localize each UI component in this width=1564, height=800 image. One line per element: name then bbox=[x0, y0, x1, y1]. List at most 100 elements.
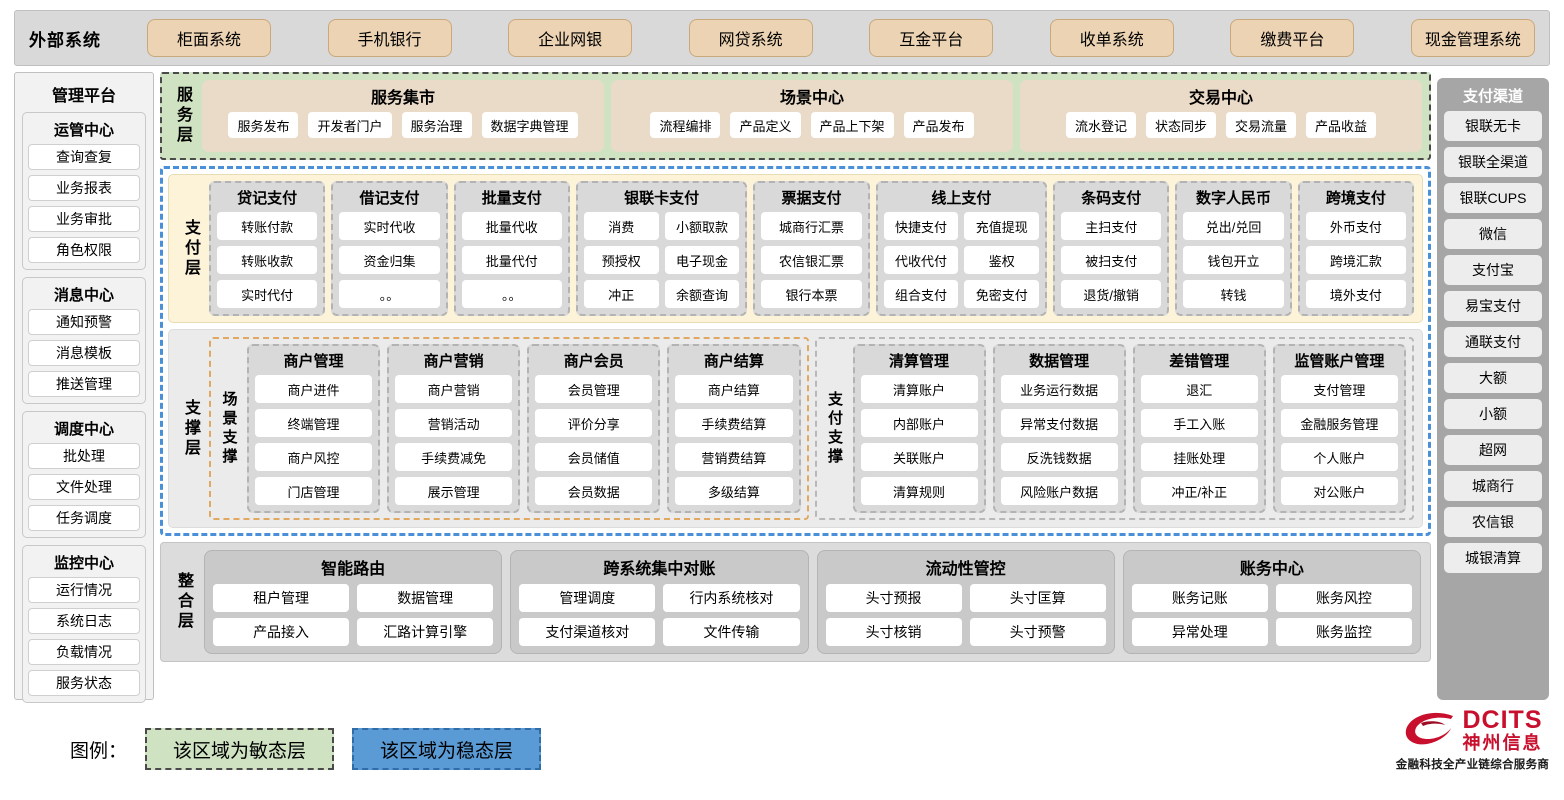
payment-item[interactable]: 。。 bbox=[339, 280, 440, 308]
support-item[interactable]: 风险账户数据 bbox=[1000, 477, 1118, 505]
payment-item[interactable]: 鉴权 bbox=[964, 246, 1040, 274]
payment-item[interactable]: 代收代付 bbox=[883, 246, 959, 274]
payment-item[interactable]: 电子现金 bbox=[664, 246, 740, 274]
payment-item[interactable]: 跨境汇款 bbox=[1305, 246, 1406, 274]
management-item[interactable]: 批处理 bbox=[28, 443, 140, 469]
support-item[interactable]: 清算账户 bbox=[860, 375, 978, 403]
payment-item[interactable]: 资金归集 bbox=[339, 246, 440, 274]
payment-channel-item[interactable]: 大额 bbox=[1444, 363, 1542, 393]
support-item[interactable]: 营销费结算 bbox=[675, 443, 793, 471]
support-item[interactable]: 商户结算 bbox=[675, 375, 793, 403]
payment-item[interactable]: 主扫支付 bbox=[1061, 212, 1162, 240]
integration-item[interactable]: 产品接入 bbox=[213, 618, 350, 646]
service-item[interactable]: 服务发布 bbox=[228, 112, 299, 138]
payment-item[interactable]: 农信银汇票 bbox=[761, 246, 862, 274]
payment-item[interactable]: 批量代付 bbox=[461, 246, 562, 274]
support-item[interactable]: 评价分享 bbox=[535, 409, 653, 437]
management-item[interactable]: 查询查复 bbox=[28, 144, 140, 170]
service-item[interactable]: 产品定义 bbox=[730, 112, 801, 138]
management-item[interactable]: 负载情况 bbox=[28, 639, 140, 665]
management-item[interactable]: 服务状态 bbox=[28, 670, 140, 696]
payment-item[interactable]: 转账付款 bbox=[217, 212, 318, 240]
support-item[interactable]: 商户进件 bbox=[255, 375, 373, 403]
support-item[interactable]: 手工入账 bbox=[1140, 409, 1258, 437]
support-item[interactable]: 手续费结算 bbox=[675, 409, 793, 437]
support-item[interactable]: 金融服务管理 bbox=[1280, 409, 1398, 437]
payment-item[interactable]: 城商行汇票 bbox=[761, 212, 862, 240]
integration-item[interactable]: 数据管理 bbox=[357, 584, 494, 612]
payment-channel-item[interactable]: 银联无卡 bbox=[1444, 111, 1542, 141]
payment-item[interactable]: 转账收款 bbox=[217, 246, 318, 274]
payment-item[interactable]: 银行本票 bbox=[761, 280, 862, 308]
support-item[interactable]: 商户营销 bbox=[395, 375, 513, 403]
payment-item[interactable]: 转钱 bbox=[1183, 280, 1284, 308]
payment-channel-item[interactable]: 易宝支付 bbox=[1444, 291, 1542, 321]
support-item[interactable]: 会员数据 bbox=[535, 477, 653, 505]
integration-item[interactable]: 租户管理 bbox=[213, 584, 350, 612]
external-system-item[interactable]: 缴费平台 bbox=[1230, 19, 1355, 57]
payment-item[interactable]: 充值提现 bbox=[964, 212, 1040, 240]
support-item[interactable]: 退汇 bbox=[1140, 375, 1258, 403]
external-system-item[interactable]: 网贷系统 bbox=[688, 19, 813, 57]
support-item[interactable]: 业务运行数据 bbox=[1000, 375, 1118, 403]
payment-item[interactable]: 外币支付 bbox=[1305, 212, 1406, 240]
payment-item[interactable]: 免密支付 bbox=[964, 280, 1040, 308]
support-item[interactable]: 反洗钱数据 bbox=[1000, 443, 1118, 471]
integration-item[interactable]: 账务记账 bbox=[1131, 584, 1268, 612]
support-item[interactable]: 关联账户 bbox=[860, 443, 978, 471]
management-item[interactable]: 角色权限 bbox=[28, 237, 140, 263]
integration-item[interactable]: 账务监控 bbox=[1275, 618, 1412, 646]
integration-item[interactable]: 文件传输 bbox=[663, 618, 800, 646]
integration-item[interactable]: 头寸核销 bbox=[825, 618, 962, 646]
support-item[interactable]: 会员管理 bbox=[535, 375, 653, 403]
support-item[interactable]: 营销活动 bbox=[395, 409, 513, 437]
support-item[interactable]: 门店管理 bbox=[255, 477, 373, 505]
payment-item[interactable]: 预授权 bbox=[583, 246, 659, 274]
external-system-item[interactable]: 手机银行 bbox=[327, 19, 452, 57]
service-item[interactable]: 产品发布 bbox=[903, 112, 974, 138]
support-item[interactable]: 内部账户 bbox=[860, 409, 978, 437]
payment-item[interactable]: 消费 bbox=[583, 212, 659, 240]
integration-item[interactable]: 头寸预报 bbox=[825, 584, 962, 612]
support-item[interactable]: 对公账户 bbox=[1280, 477, 1398, 505]
service-item[interactable]: 状态同步 bbox=[1145, 112, 1216, 138]
management-item[interactable]: 文件处理 bbox=[28, 474, 140, 500]
support-item[interactable]: 展示管理 bbox=[395, 477, 513, 505]
integration-item[interactable]: 账务风控 bbox=[1275, 584, 1412, 612]
integration-item[interactable]: 头寸预警 bbox=[969, 618, 1106, 646]
support-item[interactable]: 冲正/补正 bbox=[1140, 477, 1258, 505]
support-item[interactable]: 个人账户 bbox=[1280, 443, 1398, 471]
management-item[interactable]: 业务报表 bbox=[28, 175, 140, 201]
support-item[interactable]: 手续费减免 bbox=[395, 443, 513, 471]
payment-channel-item[interactable]: 超网 bbox=[1444, 435, 1542, 465]
integration-item[interactable]: 头寸匡算 bbox=[969, 584, 1106, 612]
support-item[interactable]: 异常支付数据 bbox=[1000, 409, 1118, 437]
management-item[interactable]: 系统日志 bbox=[28, 608, 140, 634]
payment-channel-item[interactable]: 银联全渠道 bbox=[1444, 147, 1542, 177]
management-item[interactable]: 消息模板 bbox=[28, 340, 140, 366]
payment-item[interactable]: 冲正 bbox=[583, 280, 659, 308]
support-item[interactable]: 多级结算 bbox=[675, 477, 793, 505]
external-system-item[interactable]: 收单系统 bbox=[1049, 19, 1174, 57]
payment-channel-item[interactable]: 银联CUPS bbox=[1444, 183, 1542, 213]
payment-item[interactable]: 实时代付 bbox=[217, 280, 318, 308]
payment-item[interactable]: 退货/撤销 bbox=[1061, 280, 1162, 308]
service-item[interactable]: 数据字典管理 bbox=[481, 112, 578, 138]
management-item[interactable]: 任务调度 bbox=[28, 505, 140, 531]
payment-item[interactable]: 小额取款 bbox=[664, 212, 740, 240]
management-item[interactable]: 通知预警 bbox=[28, 309, 140, 335]
service-item[interactable]: 交易流量 bbox=[1226, 112, 1297, 138]
service-item[interactable]: 流水登记 bbox=[1065, 112, 1136, 138]
management-item[interactable]: 推送管理 bbox=[28, 371, 140, 397]
support-item[interactable]: 清算规则 bbox=[860, 477, 978, 505]
payment-item[interactable]: 钱包开立 bbox=[1183, 246, 1284, 274]
support-item[interactable]: 终端管理 bbox=[255, 409, 373, 437]
service-item[interactable]: 服务治理 bbox=[401, 112, 472, 138]
payment-item[interactable]: 余额查询 bbox=[664, 280, 740, 308]
payment-channel-item[interactable]: 小额 bbox=[1444, 399, 1542, 429]
payment-item[interactable]: 境外支付 bbox=[1305, 280, 1406, 308]
external-system-item[interactable]: 互金平台 bbox=[869, 19, 994, 57]
management-item[interactable]: 业务审批 bbox=[28, 206, 140, 232]
payment-item[interactable]: 。。 bbox=[461, 280, 562, 308]
service-item[interactable]: 产品收益 bbox=[1306, 112, 1377, 138]
